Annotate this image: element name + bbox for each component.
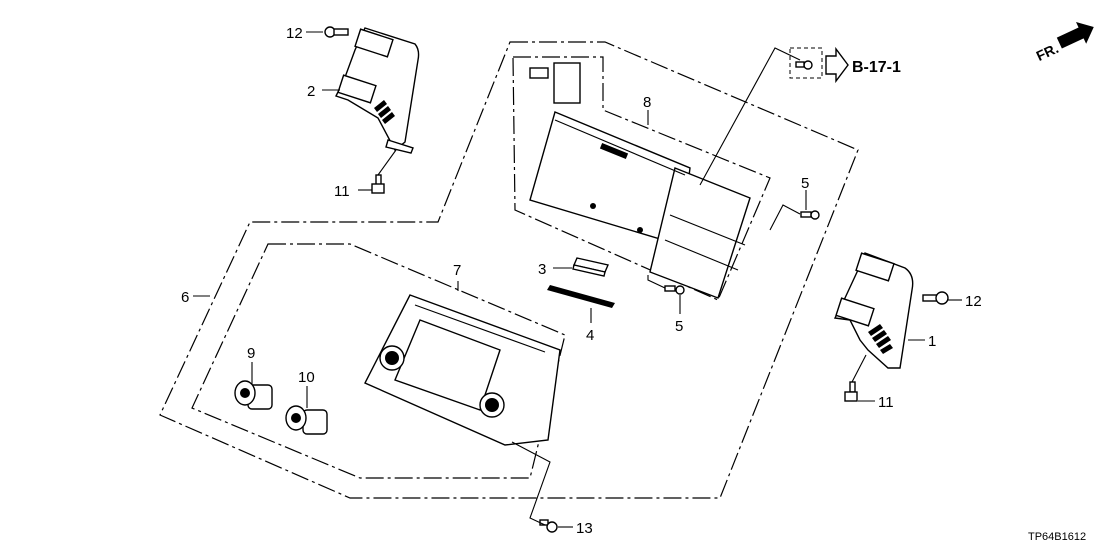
callout-13: 13 (576, 520, 593, 537)
callout-4: 4 (586, 327, 594, 344)
callout-1: 1 (928, 333, 936, 350)
assembly-6-outline (159, 41, 859, 499)
callout-7: 7 (453, 262, 461, 279)
arrow-right-icon (1056, 22, 1094, 49)
callout-12-right: 12 (965, 293, 982, 310)
callout-5-right: 5 (801, 175, 809, 192)
assembly-7-outline (191, 243, 566, 479)
bolt-12-right[interactable] (922, 291, 949, 305)
bolt-11-right[interactable] (844, 381, 858, 402)
panel-assembly[interactable] (364, 294, 561, 446)
callout-11-right: 11 (878, 394, 894, 411)
screw-5-lower[interactable] (664, 285, 685, 295)
callout-11-left: 11 (334, 183, 350, 200)
knob-9[interactable] (234, 380, 273, 410)
callout-6: 6 (181, 289, 189, 306)
knob-10[interactable] (285, 405, 328, 435)
screw-5-right[interactable] (800, 210, 820, 220)
callout-2: 2 (307, 83, 315, 100)
bolt-11-left[interactable] (371, 174, 385, 194)
assembly-8-outline (512, 56, 771, 301)
front-direction-indicator: FR. (1034, 22, 1094, 64)
diagram-code: TP64B1612 (1028, 531, 1086, 543)
bolt-12-top[interactable] (324, 26, 349, 38)
reference-label: B-17-1 (852, 59, 901, 76)
bracket-right[interactable] (833, 252, 914, 369)
front-direction-label: FR. (1034, 40, 1061, 64)
callout-8: 8 (643, 94, 651, 111)
callout-3: 3 (538, 261, 546, 278)
bracket-left[interactable] (335, 27, 420, 154)
callout-5-lower: 5 (675, 318, 683, 335)
reference-link[interactable]: B-17-1 (789, 46, 901, 84)
callout-9: 9 (247, 345, 255, 362)
tuner-unit[interactable] (529, 62, 751, 299)
screw-13[interactable] (539, 519, 558, 533)
connector-strip-4[interactable] (547, 285, 615, 308)
callout-12-top: 12 (286, 25, 303, 42)
spacer-3[interactable] (572, 257, 609, 277)
callout-10: 10 (298, 369, 315, 386)
